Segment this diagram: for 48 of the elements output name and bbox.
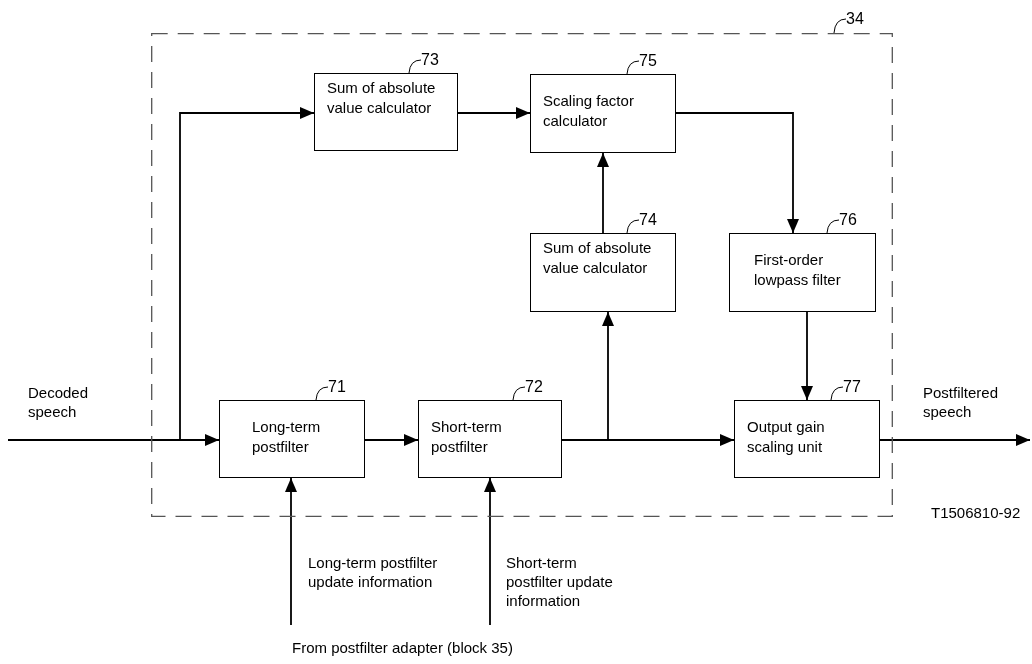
callout-number: 77 <box>843 378 861 396</box>
leader-line <box>626 219 640 234</box>
box-label: First-order lowpass filter <box>753 250 842 290</box>
callout-number: 75 <box>639 52 657 70</box>
callout-number: 73 <box>421 51 439 69</box>
dashed-boundary <box>151 33 893 517</box>
process-box <box>530 74 676 153</box>
process-box <box>729 233 876 312</box>
figure-code: T1506810-92 <box>931 503 1021 522</box>
leader-line <box>830 386 844 401</box>
callout-number: 72 <box>525 378 543 396</box>
leader-line <box>626 60 640 75</box>
arrow <box>879 434 1031 446</box>
arrow <box>801 311 813 401</box>
box-label: Long-term postfilter <box>251 417 322 457</box>
signal-label: Short-term postfilter update information <box>506 553 614 610</box>
callout-number: 71 <box>328 378 346 396</box>
callout-number: 34 <box>846 10 864 28</box>
leader-line <box>826 219 840 234</box>
process-box <box>734 400 880 478</box>
arrow <box>484 477 496 626</box>
process-box <box>314 73 458 151</box>
box-label: Sum of absolute value calculator <box>542 238 653 278</box>
arrow <box>561 311 614 441</box>
process-box <box>219 400 365 478</box>
process-box <box>530 233 676 312</box>
box-label: Scaling factor calculator <box>542 91 635 131</box>
signal-label: Postfiltered speech <box>923 383 1000 421</box>
box-label: Short-term postfilter <box>430 417 503 457</box>
callout-number: 74 <box>639 211 657 229</box>
process-box <box>418 400 562 478</box>
callout-number: 76 <box>839 211 857 229</box>
box-label: Sum of absolute value calculator <box>326 78 437 118</box>
arrow <box>285 477 297 626</box>
leader-line <box>833 18 847 34</box>
arrow <box>675 112 799 234</box>
leader-line <box>315 386 329 401</box>
arrow <box>364 434 419 446</box>
leader-line <box>512 386 526 401</box>
arrow <box>457 107 531 119</box>
signal-label: From postfilter adapter (block 35) <box>292 638 513 657</box>
signal-label: Decoded speech <box>28 383 90 421</box>
arrow <box>597 152 609 234</box>
leader-line <box>408 59 422 74</box>
arrow <box>7 434 220 446</box>
signal-label: Long-term postfilter update information <box>308 553 438 591</box>
box-label: Output gain scaling unit <box>746 417 826 457</box>
arrow <box>179 107 315 441</box>
